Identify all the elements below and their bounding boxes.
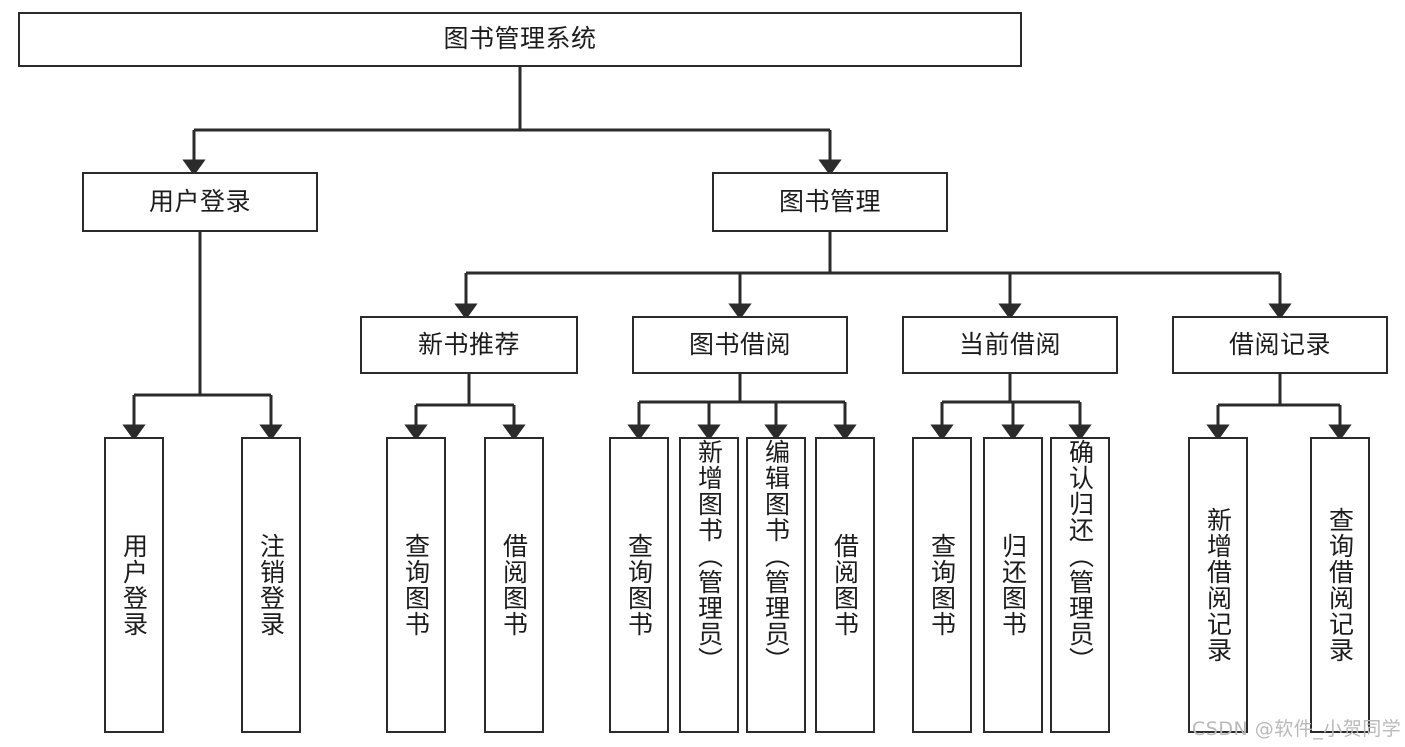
leaf-borrow-book-label: 借阅图书 bbox=[830, 533, 860, 637]
node-borrow-records[interactable]: 借阅记录 bbox=[1172, 316, 1388, 374]
leaf-query-book-borrow[interactable]: 查询图书 bbox=[609, 437, 669, 733]
node-user-login[interactable]: 用户登录 bbox=[82, 172, 318, 232]
leaf-query-borrow-record[interactable]: 查询借阅记录 bbox=[1310, 437, 1370, 733]
node-new-book-recommend-label: 新书推荐 bbox=[417, 329, 520, 359]
leaf-query-borrow-record-label: 查询借阅记录 bbox=[1325, 507, 1355, 663]
leaf-user-login-label: 用户登录 bbox=[119, 533, 149, 637]
leaf-edit-book-admin[interactable]: 编辑图书（管理员） bbox=[746, 437, 806, 733]
leaf-query-book-current-label: 查询图书 bbox=[927, 533, 957, 637]
leaf-user-logout[interactable]: 注销登录 bbox=[241, 437, 301, 733]
node-current-borrow[interactable]: 当前借阅 bbox=[902, 316, 1118, 374]
leaf-confirm-return-admin-label: 确认归还（管理员） bbox=[1065, 439, 1095, 673]
node-root-label: 图书管理系统 bbox=[443, 24, 597, 54]
node-current-borrow-label: 当前借阅 bbox=[958, 329, 1061, 359]
leaf-user-login[interactable]: 用户登录 bbox=[104, 437, 164, 733]
leaf-borrow-book[interactable]: 借阅图书 bbox=[815, 437, 875, 733]
node-book-management[interactable]: 图书管理 bbox=[712, 172, 948, 232]
leaf-query-book-newbook-label: 查询图书 bbox=[401, 533, 431, 637]
leaf-return-book[interactable]: 归还图书 bbox=[983, 437, 1043, 733]
csdn-watermark: CSDN @软件_小贺同学 bbox=[1192, 718, 1402, 740]
leaf-query-book-borrow-label: 查询图书 bbox=[624, 533, 654, 637]
node-borrow-records-label: 借阅记录 bbox=[1228, 329, 1331, 359]
node-user-login-label: 用户登录 bbox=[148, 186, 251, 216]
leaf-query-book-current[interactable]: 查询图书 bbox=[912, 437, 972, 733]
leaf-add-book-admin-label: 新增图书（管理员） bbox=[694, 439, 724, 673]
leaf-query-book-newbook[interactable]: 查询图书 bbox=[386, 437, 446, 733]
leaf-add-borrow-record[interactable]: 新增借阅记录 bbox=[1188, 437, 1248, 733]
node-root[interactable]: 图书管理系统 bbox=[18, 12, 1022, 67]
leaf-return-book-label: 归还图书 bbox=[998, 533, 1028, 637]
leaf-edit-book-admin-label: 编辑图书（管理员） bbox=[761, 439, 791, 673]
node-book-borrow[interactable]: 图书借阅 bbox=[632, 316, 848, 374]
leaf-confirm-return-admin[interactable]: 确认归还（管理员） bbox=[1050, 437, 1110, 733]
leaf-add-borrow-record-label: 新增借阅记录 bbox=[1203, 507, 1233, 663]
leaf-borrow-book-newbook-label: 借阅图书 bbox=[499, 533, 529, 637]
node-new-book-recommend[interactable]: 新书推荐 bbox=[360, 316, 578, 374]
node-book-borrow-label: 图书借阅 bbox=[688, 329, 791, 359]
leaf-borrow-book-newbook[interactable]: 借阅图书 bbox=[484, 437, 544, 733]
node-book-management-label: 图书管理 bbox=[778, 186, 881, 216]
leaf-user-logout-label: 注销登录 bbox=[256, 533, 286, 637]
leaf-add-book-admin[interactable]: 新增图书（管理员） bbox=[679, 437, 739, 733]
